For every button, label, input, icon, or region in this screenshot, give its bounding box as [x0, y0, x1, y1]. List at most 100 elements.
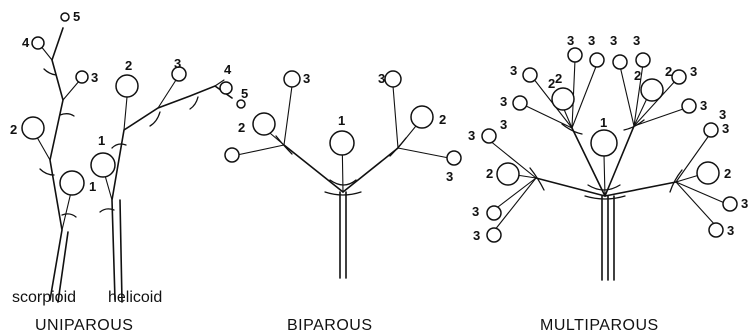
flower-label: 3	[722, 121, 729, 136]
scorpioid-flower	[31, 36, 45, 50]
biparous-branch	[342, 147, 399, 193]
multiparous-flower	[589, 52, 605, 68]
helicoid-pedicel	[214, 79, 225, 87]
bract	[561, 123, 583, 135]
bract	[189, 96, 199, 110]
biparous-flower	[410, 105, 434, 129]
scorpioid-label: scorpioid	[12, 289, 76, 306]
multiparous-flower	[481, 128, 497, 144]
scorpioid-flower	[21, 116, 45, 140]
scorpioid-flower	[60, 12, 70, 22]
bract	[584, 195, 626, 200]
biparous-cyme: 1 2 2 3 3 3	[224, 70, 462, 279]
flower-label: 3	[700, 98, 707, 113]
flower-label: 3	[719, 107, 726, 122]
flower-label: 3	[472, 204, 479, 219]
flower-label: 1	[338, 113, 345, 128]
flower-label: 3	[446, 169, 453, 184]
flower-label: 2	[10, 122, 17, 137]
bract	[669, 169, 683, 193]
helicoid-flower	[115, 74, 139, 98]
bract	[324, 191, 362, 196]
bract	[149, 111, 161, 127]
flower-label: 3	[588, 33, 595, 48]
multiparous-branch	[604, 125, 635, 197]
multiparous-flower	[681, 98, 697, 114]
flower-label: 3	[500, 94, 507, 109]
multiparous-flower	[496, 162, 520, 186]
flower-label: 3	[727, 223, 734, 238]
bract	[623, 119, 645, 131]
helicoid-pedicel	[123, 96, 128, 131]
flower-label: 4	[224, 62, 232, 77]
flower-label: 2	[665, 64, 672, 79]
flower-label: 3	[610, 33, 617, 48]
multiparous-caption: MULTIPAROUS	[540, 317, 659, 334]
bract	[111, 143, 127, 149]
flower-label: 5	[73, 9, 80, 24]
flower-label: 2	[125, 58, 132, 73]
bract	[389, 137, 407, 157]
flower-label: 2	[555, 71, 562, 86]
helicoid-peduncle	[111, 85, 233, 301]
bract	[275, 135, 293, 155]
bract	[329, 179, 357, 186]
multiparous-branch	[571, 127, 606, 197]
bract	[587, 184, 621, 191]
biparous-flower	[446, 150, 462, 166]
helicoid-pedicel	[157, 79, 177, 109]
multiparous-flower	[696, 161, 720, 185]
flower-label: 1	[89, 179, 96, 194]
flower-label: 2	[634, 68, 641, 83]
flower-label: 1	[600, 115, 607, 130]
flower-label: 3	[91, 70, 98, 85]
flower-label: 3	[510, 63, 517, 78]
scorpioid-flower	[75, 70, 89, 84]
biparous-flower	[384, 70, 402, 88]
bract	[529, 167, 545, 191]
multiparous-flower	[703, 122, 719, 138]
multiparous-branch	[535, 177, 606, 197]
scorpioid-flower	[59, 170, 85, 196]
flower-label: 3	[378, 71, 385, 86]
flower-label: 3	[473, 228, 480, 243]
scorpioid-peduncle	[49, 27, 64, 301]
flower-label: 3	[690, 64, 697, 79]
multiparous-flower	[671, 69, 687, 85]
flower-label: 4	[22, 35, 30, 50]
bract	[59, 113, 75, 117]
helicoid-label: helicoid	[108, 289, 162, 306]
scorpioid-cyme: 1 2 3 4 5	[10, 9, 98, 303]
helicoid-cyme: 1 2 3 4 5	[90, 56, 248, 303]
flower-label: 2	[238, 120, 245, 135]
bract	[43, 68, 57, 76]
flower-label: 2	[439, 112, 446, 127]
flower-label: 1	[98, 133, 105, 148]
biparous-flower	[224, 147, 240, 163]
biparous-flower	[329, 130, 355, 156]
uniparous-caption: UNIPAROUS	[35, 317, 133, 334]
biparous-flower	[283, 70, 301, 88]
flower-label: 2	[548, 76, 555, 91]
flower-label: 5	[241, 86, 248, 101]
flower-label: 3	[303, 71, 310, 86]
multiparous-branch	[604, 181, 677, 197]
bract	[61, 213, 77, 218]
multiparous-flower	[567, 47, 583, 63]
biparous-flower	[252, 112, 276, 136]
multiparous-flower	[522, 67, 538, 83]
helicoid-flower	[236, 99, 246, 109]
multiparous-flower	[590, 129, 618, 157]
flower-label: 3	[567, 33, 574, 48]
flower-label: 3	[500, 117, 507, 132]
scorpioid-pedicel	[62, 79, 81, 101]
multiparous-flower	[722, 196, 738, 212]
flower-label: 2	[724, 166, 731, 181]
helicoid-flower	[171, 66, 187, 82]
multiparous-flower	[512, 95, 528, 111]
flower-label: 2	[486, 166, 493, 181]
helicoid-flower	[219, 81, 233, 95]
helicoid-flower	[90, 152, 116, 178]
biparous-caption: BIPAROUS	[287, 317, 373, 334]
